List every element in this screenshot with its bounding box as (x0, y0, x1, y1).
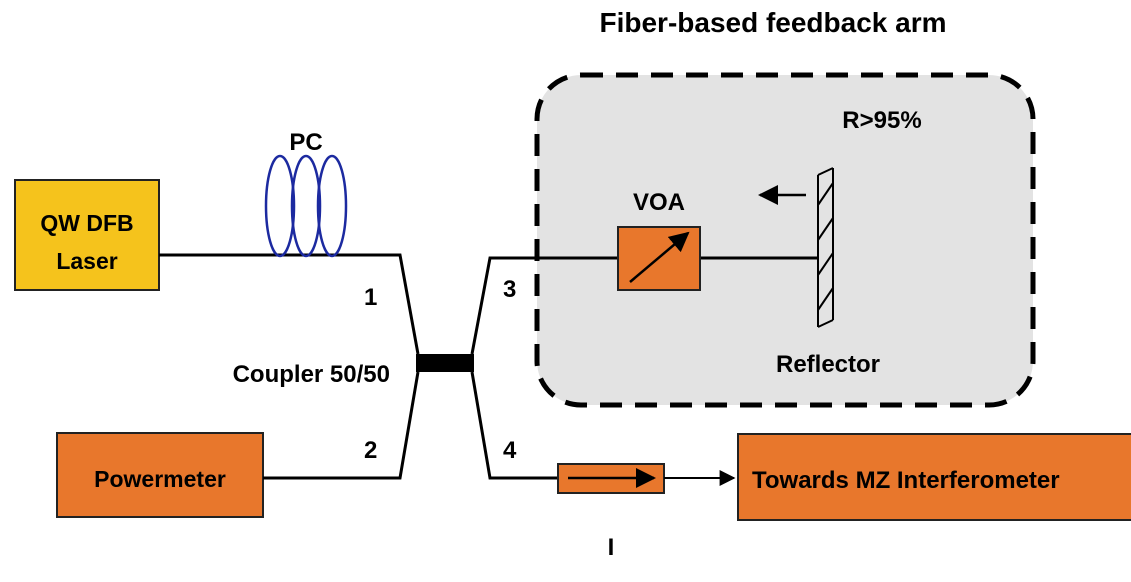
coupler-body (416, 354, 474, 372)
mz-interferometer-label: Towards MZ Interferometer (752, 467, 1060, 494)
voa-attenuator-arrow-icon (629, 231, 690, 283)
reflector-mirror (817, 167, 834, 328)
port-1-label: 1 (364, 284, 377, 311)
laser-label-line2: Laser (56, 248, 117, 274)
powermeter-box (56, 432, 264, 518)
isolator-label: I (608, 534, 615, 561)
port-2-label: 2 (364, 437, 377, 464)
feedback-arm-box (534, 72, 1036, 408)
mz-interferometer-box (737, 433, 1131, 521)
laser-box (14, 179, 160, 291)
fiber-port-3 (470, 256, 618, 355)
laser-label-line1: QW DFB (40, 210, 133, 236)
fiber-port-4 (470, 371, 558, 480)
fiber-port-2 (263, 371, 420, 480)
coupler-label: Coupler 50/50 (233, 361, 390, 388)
port-3-label: 3 (503, 276, 516, 303)
reflectivity-label: R>95% (842, 107, 921, 134)
powermeter-label: Powermeter (94, 466, 226, 492)
pc-coil-icon (264, 154, 348, 258)
reflector-label: Reflector (776, 351, 880, 378)
diagram-title: Fiber-based feedback arm (599, 7, 946, 38)
pc-label: PC (289, 129, 322, 156)
fiber-port-1 (159, 253, 420, 355)
port-4-label: 4 (503, 437, 517, 464)
voa-label: VOA (633, 189, 685, 216)
